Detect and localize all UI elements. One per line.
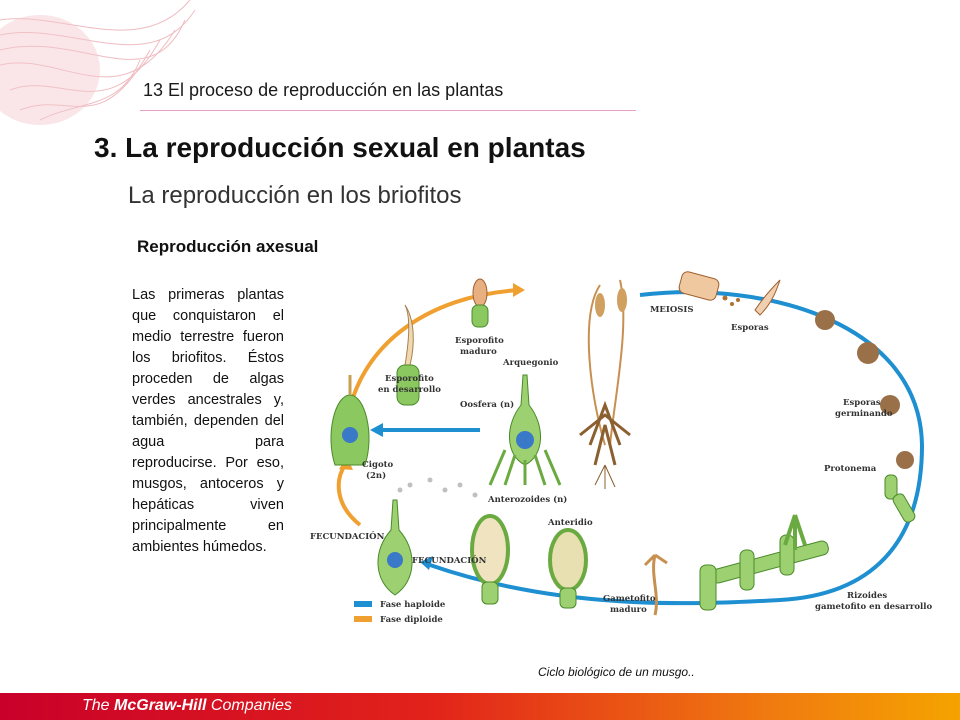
legend-diploid-swatch — [354, 616, 372, 622]
label-esporofito-desarrollo-1: Esporofito — [385, 374, 434, 384]
moss-life-cycle-diagram: Esporofito maduro Arquegonio MEIOSIS Esp… — [310, 271, 932, 625]
legend: Fase haploide Fase diploide — [354, 600, 446, 625]
sperm-cells — [397, 477, 478, 498]
haploid-arrowhead-outer — [420, 556, 433, 570]
label-esporofito-maduro-2: maduro — [460, 347, 497, 357]
diploid-arrow-left — [336, 463, 362, 527]
label-esporas-germinando-2: germinando — [835, 409, 893, 419]
diploid-arrow-top — [343, 288, 521, 441]
label-fecundacion-2: FECUNDACIÓN — [412, 554, 487, 566]
antheridium — [548, 528, 588, 609]
gametophyte-mature — [643, 553, 668, 616]
antheridium-open — [470, 514, 510, 605]
capsule-spores — [678, 271, 781, 316]
label-arquegonio: Arquegonio — [502, 358, 559, 368]
page-title: 3. La reproducción sexual en plantas — [94, 132, 586, 163]
label-esporas-germinando-1: Esporas — [843, 398, 881, 408]
decorative-swirl — [0, 0, 196, 125]
body-paragraph: Las primeras plantas que conquistaron el… — [132, 287, 284, 555]
label-fecundacion-1: FECUNDACIÓN — [310, 530, 385, 542]
spores-row — [815, 310, 914, 469]
legend-diploid-label: Fase diploide — [380, 615, 443, 625]
haploid-arrowhead-inner — [370, 423, 383, 437]
label-esporofito-desarrollo-2: en desarrollo — [378, 385, 441, 395]
legend-haploid-label: Fase haploide — [380, 600, 446, 610]
label-gametofito-maduro-1: Gametofito — [603, 594, 656, 604]
sporophyte-mature — [471, 278, 489, 328]
protonema — [699, 474, 916, 611]
label-oosfera: Oosfera (n) — [460, 399, 514, 410]
legend-haploid-swatch — [354, 601, 372, 607]
label-esporas: Esporas — [731, 323, 769, 333]
publisher-logo: The McGraw-Hill Companies — [82, 697, 292, 714]
page-subtitle: La reproducción en los briofitos — [128, 182, 462, 209]
figure-caption: Ciclo biológico de un musgo.. — [538, 665, 695, 679]
chapter-divider — [140, 110, 636, 111]
label-protonema: Protonema — [824, 464, 877, 474]
label-cigoto-2: (2n) — [366, 470, 386, 481]
sporophyte-developing — [330, 375, 370, 466]
moss-plant — [579, 279, 631, 489]
label-anterozoides: Anterozoides (n) — [487, 494, 567, 505]
section-heading: Reproducción axesual — [137, 237, 319, 256]
label-gametofito-maduro-2: maduro — [610, 605, 647, 615]
archegonium — [488, 374, 562, 486]
sporophyte-growing — [396, 304, 420, 406]
label-rizoides-2: gametofito en desarrollo — [815, 602, 932, 612]
chapter-heading: 13 El proceso de reproducción en las pla… — [143, 80, 504, 100]
gametophyte-young — [783, 514, 807, 550]
label-rizoides-1: Rizoides — [847, 591, 887, 601]
label-cigoto-1: Cigoto — [362, 460, 394, 470]
haploid-arrow-outer — [429, 290, 925, 606]
diploid-arrowhead-top — [513, 283, 525, 297]
label-anteridio: Anteridio — [547, 518, 593, 528]
footer-bar: The McGraw-Hill Companies — [0, 693, 960, 720]
archegonium-fertilized — [377, 499, 413, 596]
label-meiosis: MEIOSIS — [650, 305, 694, 315]
label-esporofito-maduro-1: Esporofito — [455, 336, 504, 346]
